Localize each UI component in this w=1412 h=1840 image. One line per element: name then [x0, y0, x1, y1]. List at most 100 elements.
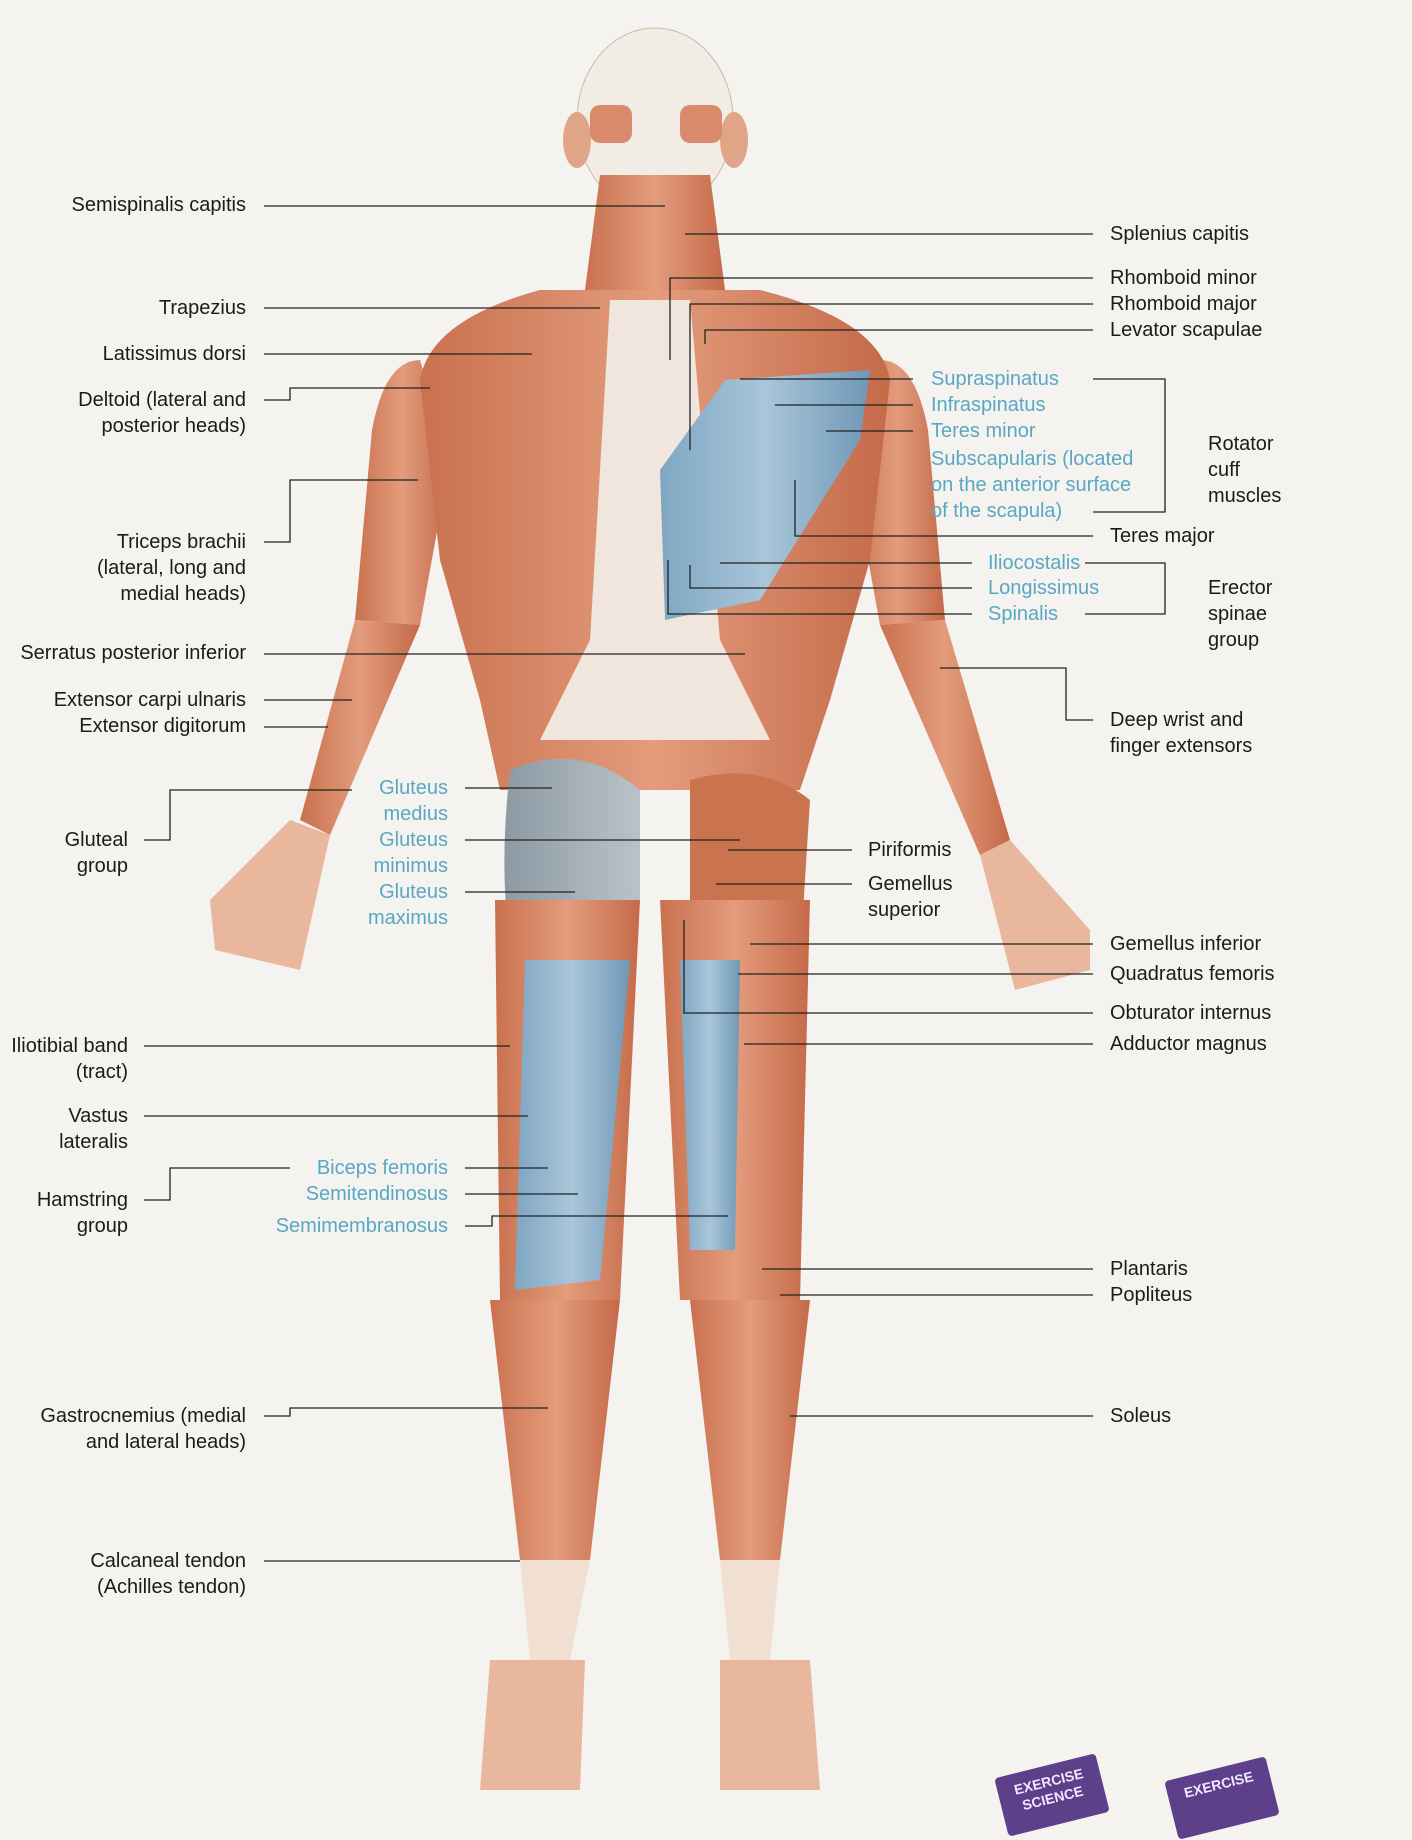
- label-extensor-digitorum: Extensor digitorum: [79, 715, 246, 737]
- thoracolumbar-fascia: [540, 300, 770, 740]
- label-rhomboid-minor: Rhomboid minor: [1110, 267, 1257, 289]
- label-hamstring-line1: Hamstring: [36, 1189, 128, 1211]
- label-erector-spinae-line3: group: [1208, 629, 1260, 651]
- label-gluteal-group-line2: group: [76, 855, 128, 877]
- right-hand: [980, 840, 1090, 990]
- label-latissimus-dorsi: Latissimus dorsi: [102, 343, 246, 365]
- label-spinalis: Spinalis: [988, 603, 1059, 625]
- label-gastrocnemius-line1: Gastrocnemius (medial: [40, 1405, 246, 1427]
- label-deep-wrist-line1: Deep wrist and: [1110, 709, 1244, 731]
- label-hamstring-line2: group: [76, 1215, 128, 1237]
- right-foot: [720, 1660, 820, 1790]
- label-triceps-line3: medial heads): [120, 583, 246, 605]
- label-gemellus-superior-line1: Gemellus: [868, 873, 953, 895]
- label-deltoid-line2: posterior heads): [101, 415, 246, 437]
- label-serratus-posterior-inferior: Serratus posterior inferior: [20, 642, 246, 664]
- line-teres-major: [794, 480, 1093, 537]
- label-subscapularis-line3: of the scapula): [931, 500, 1063, 522]
- right-adductor-blue: [680, 960, 740, 1250]
- label-calcaneal-line2: (Achilles tendon): [97, 1576, 246, 1598]
- label-iliocostalis: Iliocostalis: [988, 552, 1081, 574]
- scalp-muscle-right: [680, 105, 722, 143]
- label-gluteus-medius-line2: medius: [383, 803, 448, 825]
- line-gastrocnemius: [264, 1407, 548, 1417]
- left-hamstrings: [515, 960, 630, 1290]
- label-vastus-line2: lateralis: [59, 1131, 128, 1153]
- line-obturator: [683, 920, 1093, 1014]
- label-supraspinatus: Supraspinatus: [931, 368, 1059, 390]
- label-biceps-femoris: Biceps femoris: [316, 1157, 448, 1179]
- line-triceps: [264, 479, 418, 543]
- label-gastrocnemius-line2: and lateral heads): [85, 1431, 246, 1453]
- right-ear: [720, 112, 748, 168]
- label-semitendinosus: Semitendinosus: [305, 1183, 448, 1205]
- label-soleus: Soleus: [1110, 1405, 1172, 1427]
- label-obturator-internus: Obturator internus: [1110, 1002, 1272, 1024]
- left-achilles: [520, 1560, 590, 1660]
- line-rotator-bracket: [1093, 378, 1166, 513]
- label-adductor-magnus: Adductor magnus: [1110, 1033, 1267, 1055]
- label-subscapularis-line2: on the anterior surface: [931, 474, 1132, 496]
- label-teres-major: Teres major: [1110, 525, 1215, 547]
- label-erector-spinae-line1: Erector: [1208, 577, 1273, 599]
- label-calcaneal-line1: Calcaneal tendon: [90, 1550, 246, 1572]
- label-plantaris: Plantaris: [1110, 1258, 1188, 1280]
- line-rhomboid-minor: [669, 277, 1093, 360]
- line-rhomboid-major: [689, 303, 1093, 450]
- line-deltoid: [264, 387, 430, 401]
- line-levator: [704, 329, 1093, 344]
- left-calf: [490, 1300, 620, 1560]
- label-splenius-capitis: Splenius capitis: [1110, 223, 1249, 245]
- right-calf: [690, 1300, 810, 1560]
- label-semispinalis-capitis: Semispinalis capitis: [71, 194, 246, 216]
- label-infraspinatus: Infraspinatus: [931, 394, 1046, 416]
- label-iliotibial-line2: (tract): [75, 1061, 128, 1083]
- line-deep-wrist: [940, 667, 1093, 721]
- scalp-muscle-left: [590, 105, 632, 143]
- left-foot: [480, 1660, 585, 1790]
- line-gluteal-group: [144, 789, 352, 841]
- label-gemellus-superior-line2: superior: [868, 899, 941, 921]
- scapula-blue-muscles: [660, 370, 870, 620]
- label-subscapularis-line1: Subscapularis (located: [931, 448, 1134, 470]
- label-triceps-line1: Triceps brachii: [116, 531, 246, 553]
- line-spinalis: [667, 560, 972, 615]
- label-gluteus-minimus-line1: Gluteus: [379, 829, 448, 851]
- label-extensor-carpi-ulnaris: Extensor carpi ulnaris: [53, 689, 246, 711]
- label-iliotibial-line1: Iliotibial band: [11, 1035, 128, 1057]
- label-popliteus: Popliteus: [1110, 1284, 1193, 1306]
- label-gemellus-inferior: Gemellus inferior: [1110, 933, 1262, 955]
- label-deep-wrist-line2: finger extensors: [1110, 735, 1253, 757]
- label-teres-minor: Teres minor: [931, 420, 1036, 442]
- label-gluteus-maximus-line2: maximus: [367, 907, 448, 929]
- label-gluteus-minimus-line2: minimus: [373, 855, 448, 877]
- label-erector-spinae-line2: spinae: [1208, 603, 1267, 625]
- label-triceps-line2: (lateral, long and: [97, 557, 246, 579]
- label-rotator-cuff-line2: cuff: [1208, 459, 1240, 481]
- label-levator-scapulae: Levator scapulae: [1110, 319, 1263, 341]
- label-trapezius: Trapezius: [158, 297, 246, 319]
- left-ear: [563, 112, 591, 168]
- line-semimembranosus: [465, 1215, 728, 1227]
- left-hand: [210, 820, 330, 970]
- label-gluteal-group-line1: Gluteal: [64, 829, 128, 851]
- label-rhomboid-major: Rhomboid major: [1110, 293, 1257, 315]
- label-deltoid-line1: Deltoid (lateral and: [78, 389, 246, 411]
- right-forearm: [880, 620, 1010, 855]
- left-forearm: [300, 620, 420, 835]
- neck: [585, 175, 725, 290]
- label-rotator-cuff-line1: Rotator: [1208, 433, 1274, 455]
- label-quadratus-femoris: Quadratus femoris: [1110, 963, 1275, 985]
- label-semimembranosus: Semimembranosus: [275, 1215, 448, 1237]
- label-gluteus-medius-line1: Gluteus: [379, 777, 448, 799]
- line-longissimus: [689, 565, 972, 589]
- label-rotator-cuff-line3: muscles: [1208, 485, 1282, 507]
- label-longissimus: Longissimus: [988, 577, 1100, 599]
- label-gluteus-maximus-line1: Gluteus: [379, 881, 448, 903]
- line-erector-bracket: [1085, 562, 1166, 615]
- label-vastus-line1: Vastus: [68, 1105, 128, 1127]
- right-achilles: [720, 1560, 780, 1660]
